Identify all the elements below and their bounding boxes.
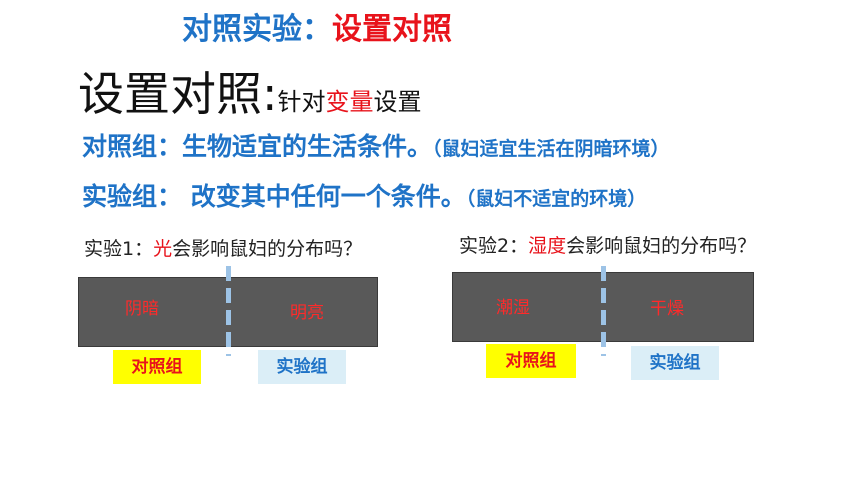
experiment1-question: 实验1：光会影响鼠妇的分布吗？ [84,235,362,263]
title-part2: 设置对照 [332,12,452,47]
subtitle-main: 设置对照: [78,67,278,121]
experiment2-left-label: 潮湿 [496,298,530,318]
control-group-definition: 对照组：生物适宜的生活条件。（鼠妇适宜生活在阴暗环境） [82,130,670,167]
experiment2-right-label: 干燥 [650,299,684,319]
control-definition-note: （鼠妇适宜生活在阴暗环境） [432,138,670,160]
experiment2-question: 实验2：湿度会影响鼠妇的分布吗？ [459,232,756,260]
experiment1-prefix: 实验1： [84,238,154,260]
experiment2-control-tag: 对照组 [486,344,576,378]
control-definition-text: 对照组：生物适宜的生活条件。 [82,132,433,161]
experiment1-control-tag: 对照组 [113,350,201,384]
subtitle-highlight: 变量 [325,88,374,116]
experimental-group-definition: 实验组： 改变其中任何一个条件。（鼠妇不适宜的环境） [82,180,646,217]
experiment1-variable: 光 [153,238,173,260]
experiment1-suffix: 会影响鼠妇的分布吗？ [172,238,363,260]
experiment2-experimental-tag: 实验组 [631,346,719,380]
subtitle: 设置对照:针对变量设置 [78,66,422,133]
experiment1-left-label: 阴暗 [125,299,159,319]
experiment2-prefix: 实验2： [459,235,529,257]
title-part1: 对照实验： [182,12,332,47]
subtitle-suffix: 设置 [373,88,422,116]
experiment1-right-label: 明亮 [290,303,324,323]
experiment1-experimental-tag: 实验组 [258,350,346,384]
experiment2-divider [601,266,606,356]
experiment2-variable: 湿度 [528,235,567,257]
experimental-definition-note: （鼠妇不适宜的环境） [465,188,647,210]
experiment1-divider [226,266,231,356]
slide-title: 对照实验：设置对照 [182,10,452,50]
subtitle-prefix: 针对 [277,88,326,116]
experimental-definition-text: 实验组： 改变其中任何一个条件。 [82,182,466,211]
experiment2-suffix: 会影响鼠妇的分布吗？ [566,235,757,257]
